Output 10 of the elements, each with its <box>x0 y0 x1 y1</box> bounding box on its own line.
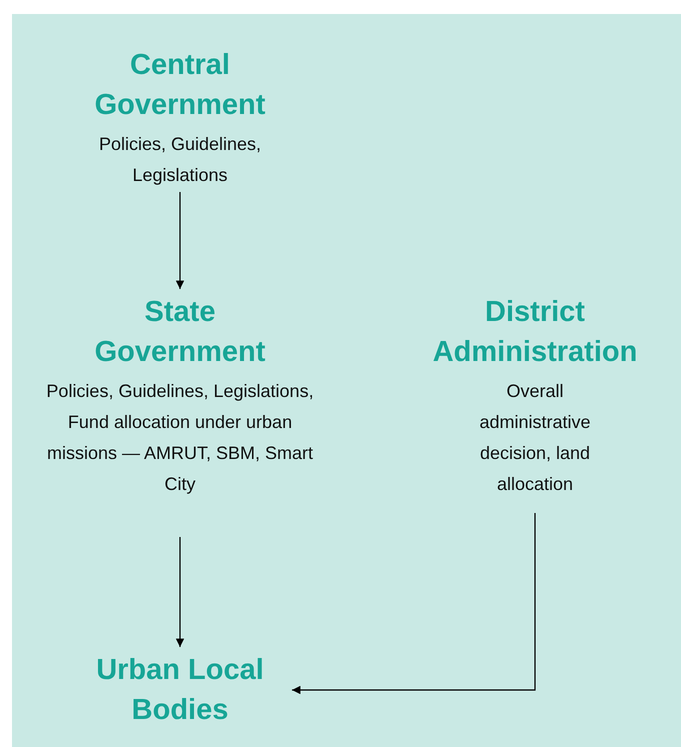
arrow <box>292 513 536 694</box>
node-description: Policies, Guidelines, Legislations, Fund allocation under urban missions — AMRUT, SBM, Smart City <box>45 380 315 496</box>
arrow <box>176 192 184 289</box>
node-description: Policies, Guidelines, Legislations <box>98 133 262 187</box>
node-description: Overall administrative decision, land allocation <box>478 380 592 496</box>
node-title: District Administration <box>432 295 638 370</box>
node-title: State Government <box>94 295 266 370</box>
node-title: Urban Local Bodies <box>95 653 265 728</box>
node-title: Central Government <box>94 48 266 123</box>
arrow <box>176 537 184 647</box>
